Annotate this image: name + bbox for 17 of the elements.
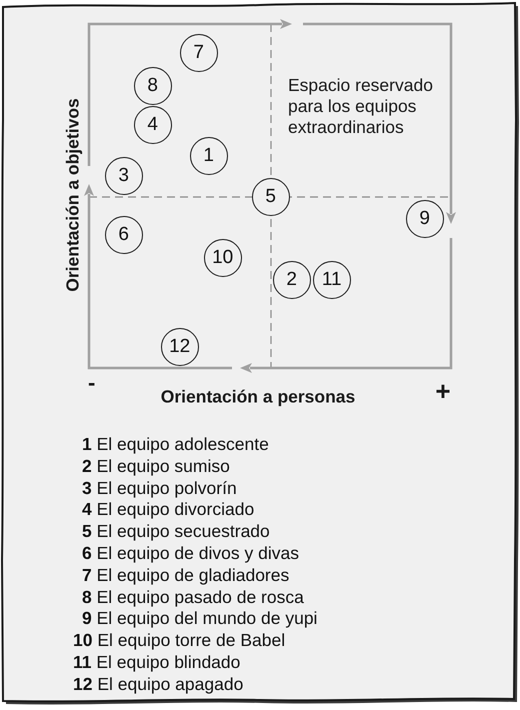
axis-title: Orientación a objetivos — [62, 98, 84, 292]
key-entry: 10 El equipo torre de Babel — [73, 630, 286, 650]
key-entry: 12 El equipo apagado — [73, 674, 244, 694]
key-entry: 3 El equipo polvorín — [82, 478, 237, 498]
key-entry: 5 El equipo secuestrado — [82, 521, 270, 542]
axis-end-label: + — [435, 378, 451, 404]
key-entry: 1 El equipo adolescente — [82, 434, 269, 454]
key-entry: 6 El equipo de divos y divas — [82, 543, 299, 563]
quadrant-note: Espacio reservado para los equipos extraordinarios — [288, 75, 434, 138]
key-entry: 9 El equipo del mundo de yupi — [82, 608, 318, 628]
key-entry: 8 El equipo pasado de rosca — [82, 586, 304, 607]
axis-title: Orientación a personas — [160, 386, 356, 408]
key-entry: 7 El equipo de gladiadores — [82, 564, 290, 585]
key-entry: 4 El equipo divorciado — [82, 499, 254, 520]
key-entry: 11 El equipo blindado — [73, 652, 240, 672]
key-entry: 2 El equipo sumiso — [82, 456, 230, 476]
axis-end-label: - — [88, 371, 96, 395]
